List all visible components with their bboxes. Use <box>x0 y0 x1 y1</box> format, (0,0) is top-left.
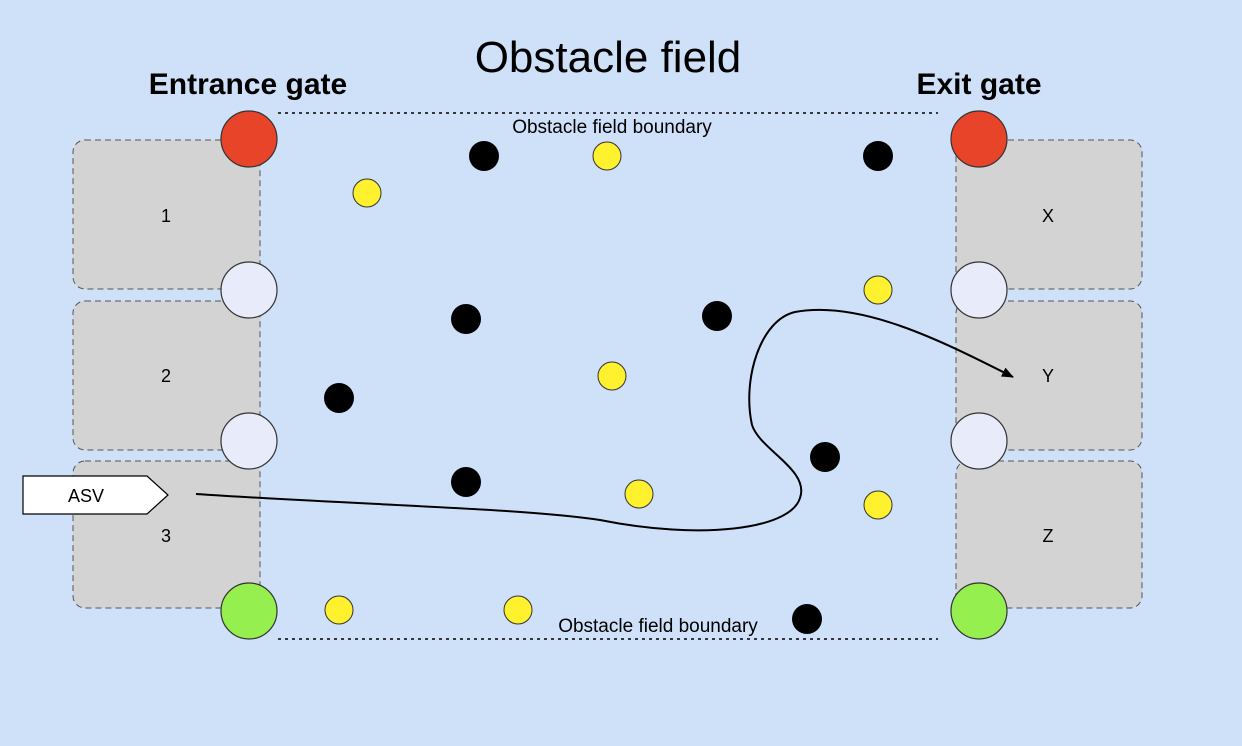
entrance-lane-1-label: 1 <box>161 206 171 226</box>
yellow-obstacle <box>863 275 893 305</box>
exit-lane-y <box>955 300 1143 451</box>
entrance-white-buoy-upper <box>220 261 278 319</box>
exit-lane-z <box>955 460 1143 609</box>
yellow-obstacle <box>352 178 382 208</box>
black-obstacle <box>702 301 732 331</box>
bottom-boundary-label: Obstacle field boundary <box>558 616 758 637</box>
entrance-lane-1 <box>72 139 261 290</box>
diagram-title: Obstacle field <box>475 33 742 82</box>
yellow-obstacle <box>592 141 622 171</box>
yellow-obstacles <box>324 141 893 625</box>
asv-vessel: ASV <box>22 475 169 515</box>
gate-buoys <box>220 110 1008 640</box>
entrance-red-buoy <box>220 110 278 168</box>
exit-white-buoy-lower <box>950 412 1008 470</box>
yellow-obstacle <box>324 595 354 625</box>
asv-path-arrow <box>195 308 1014 532</box>
exit-green-buoy <box>950 582 1008 640</box>
yellow-obstacle <box>503 595 533 625</box>
asv-label: ASV <box>68 486 104 506</box>
black-obstacle <box>451 304 481 334</box>
yellow-obstacle <box>863 490 893 520</box>
entrance-lane-2-label: 2 <box>161 366 171 386</box>
exit-red-buoy <box>950 110 1008 168</box>
top-boundary-label: Obstacle field boundary <box>512 117 712 138</box>
exit-lane-x-label: X <box>1042 206 1054 226</box>
exit-white-buoy-upper <box>950 261 1008 319</box>
black-obstacle <box>810 442 840 472</box>
asv-shape <box>22 475 169 515</box>
exit-lanes: X Y Z <box>955 139 1143 609</box>
black-obstacles <box>324 141 893 634</box>
black-obstacle <box>469 141 499 171</box>
exit-lane-y-label: Y <box>1042 366 1054 386</box>
black-obstacle <box>863 141 893 171</box>
black-obstacle <box>451 467 481 497</box>
exit-lane-z-label: Z <box>1043 526 1054 546</box>
entrance-gate-label: Entrance gate <box>149 68 347 101</box>
entrance-white-buoy-lower <box>220 412 278 470</box>
black-obstacle <box>324 383 354 413</box>
entrance-green-buoy <box>220 582 278 640</box>
entrance-lanes: 1 2 3 <box>72 139 261 609</box>
entrance-lane-3-label: 3 <box>161 526 171 546</box>
exit-gate-label: Exit gate <box>916 68 1041 101</box>
yellow-obstacle <box>624 479 654 509</box>
yellow-obstacle <box>597 361 627 391</box>
black-obstacle <box>792 604 822 634</box>
exit-lane-x <box>955 139 1143 290</box>
entrance-lane-2 <box>72 300 261 451</box>
